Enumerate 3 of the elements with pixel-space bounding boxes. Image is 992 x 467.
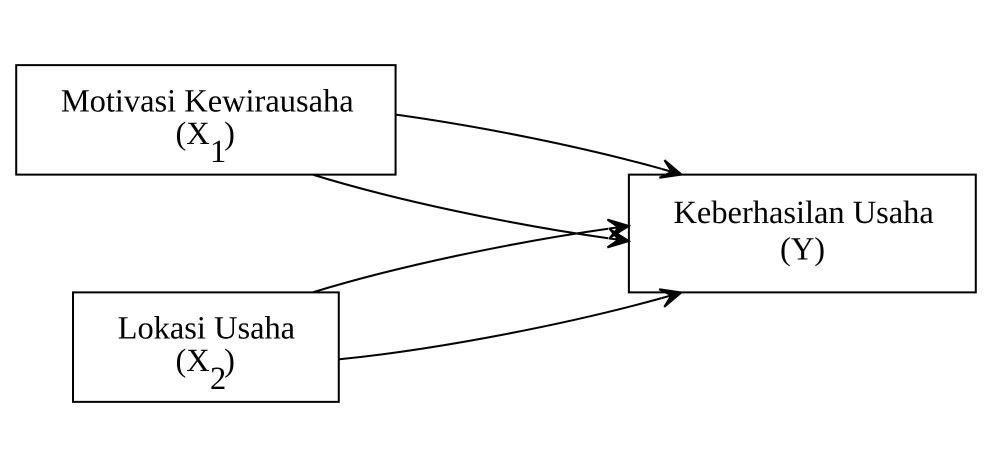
arrow — [339, 288, 682, 360]
arrow — [396, 114, 682, 179]
node-box: Keberhasilan Usaha (Y) — [628, 174, 977, 294]
